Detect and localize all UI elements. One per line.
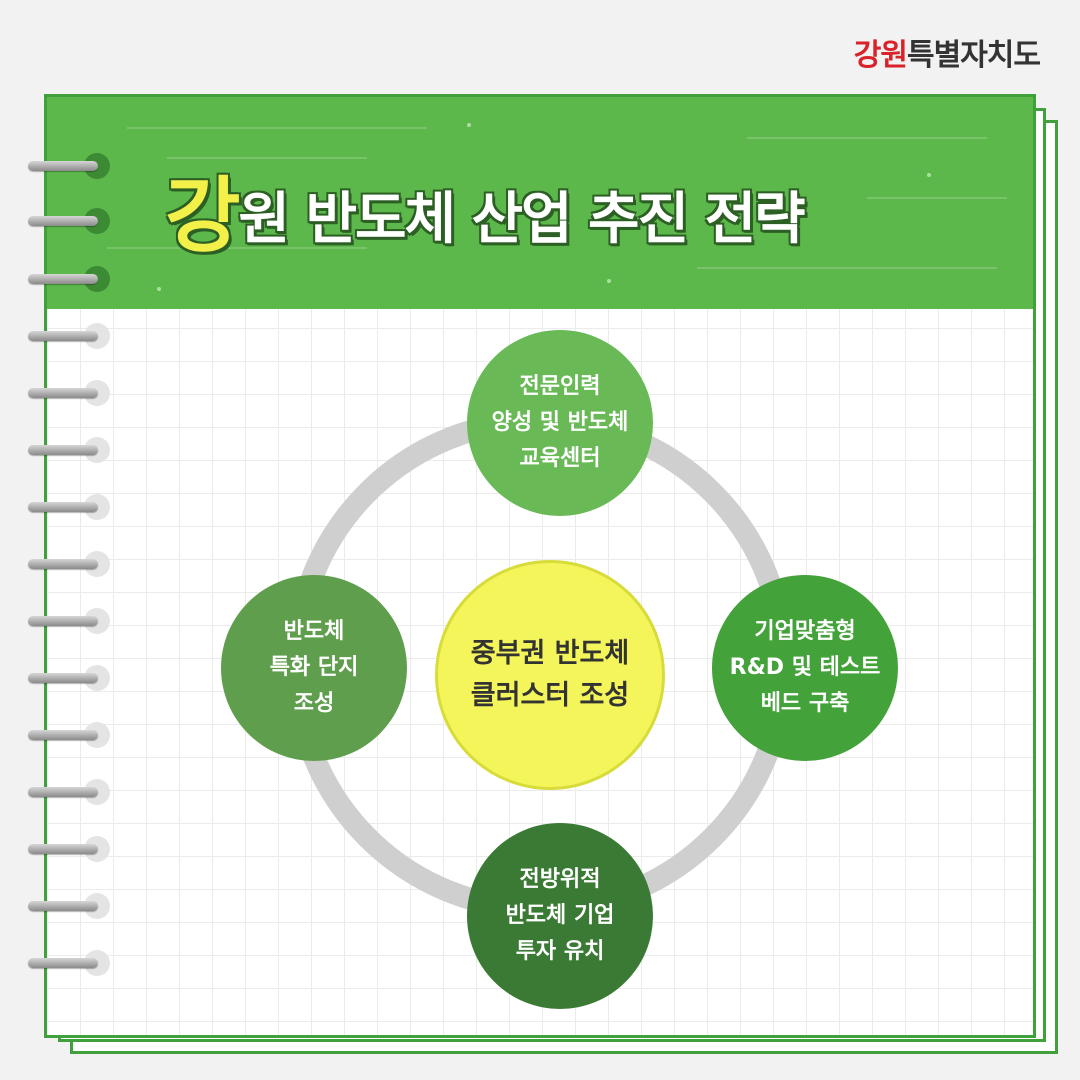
circle-line: 반도체 — [283, 619, 345, 644]
spiral-ring — [28, 950, 110, 976]
center-line: 클러스터 조성 — [470, 680, 630, 711]
brand-logo: 강원특별자치도 — [853, 30, 1041, 74]
circle-line: 반도체 기업 — [505, 903, 615, 928]
title-rest: 원 반도체 산업 추진 전략 — [238, 187, 805, 252]
spiral-ring — [28, 836, 110, 862]
strategy-circle-investment: 전방위적 반도체 기업 투자 유치 — [467, 823, 653, 1009]
circle-line: 전문인력 — [519, 374, 601, 399]
spiral-ring — [28, 266, 110, 292]
spiral-ring — [28, 893, 110, 919]
spiral-binding — [10, 0, 110, 1080]
strategy-circle-complex: 반도체 특화 단지 조성 — [221, 575, 407, 761]
circle-line: 양성 및 반도체 — [491, 410, 629, 435]
circle-line: R&D 및 테스트 — [729, 655, 881, 680]
circle-line: 투자 유치 — [515, 939, 605, 964]
spiral-ring — [28, 779, 110, 805]
strategy-center-circle: 중부권 반도체 클러스터 조성 — [435, 560, 665, 790]
circle-line: 전방위적 — [519, 867, 601, 892]
spiral-ring — [28, 323, 110, 349]
page-title: 강원 반도체 산업 추진 전략 — [165, 149, 806, 268]
logo-text-red: 강원 — [853, 38, 908, 73]
spiral-ring — [28, 665, 110, 691]
strategy-circle-workforce: 전문인력 양성 및 반도체 교육센터 — [467, 330, 653, 516]
spiral-ring — [28, 551, 110, 577]
notebook-header: 강원 반도체 산업 추진 전략 — [47, 97, 1033, 309]
circle-line: 교육센터 — [519, 446, 601, 471]
circle-line: 기업맞춤형 — [754, 619, 856, 644]
circle-line: 조성 — [293, 691, 335, 716]
circle-line: 특화 단지 — [269, 655, 359, 680]
spiral-ring — [28, 608, 110, 634]
strategy-circle-rnd: 기업맞춤형 R&D 및 테스트 베드 구축 — [712, 575, 898, 761]
spiral-ring — [28, 153, 110, 179]
spiral-ring — [28, 208, 110, 234]
circle-line: 베드 구축 — [760, 691, 850, 716]
logo-text: 특별자치도 — [907, 38, 1041, 73]
spiral-ring — [28, 380, 110, 406]
center-line: 중부권 반도체 — [470, 638, 630, 669]
spiral-ring — [28, 722, 110, 748]
title-highlight-char: 강 — [165, 169, 240, 264]
spiral-ring — [28, 437, 110, 463]
spiral-ring — [28, 494, 110, 520]
